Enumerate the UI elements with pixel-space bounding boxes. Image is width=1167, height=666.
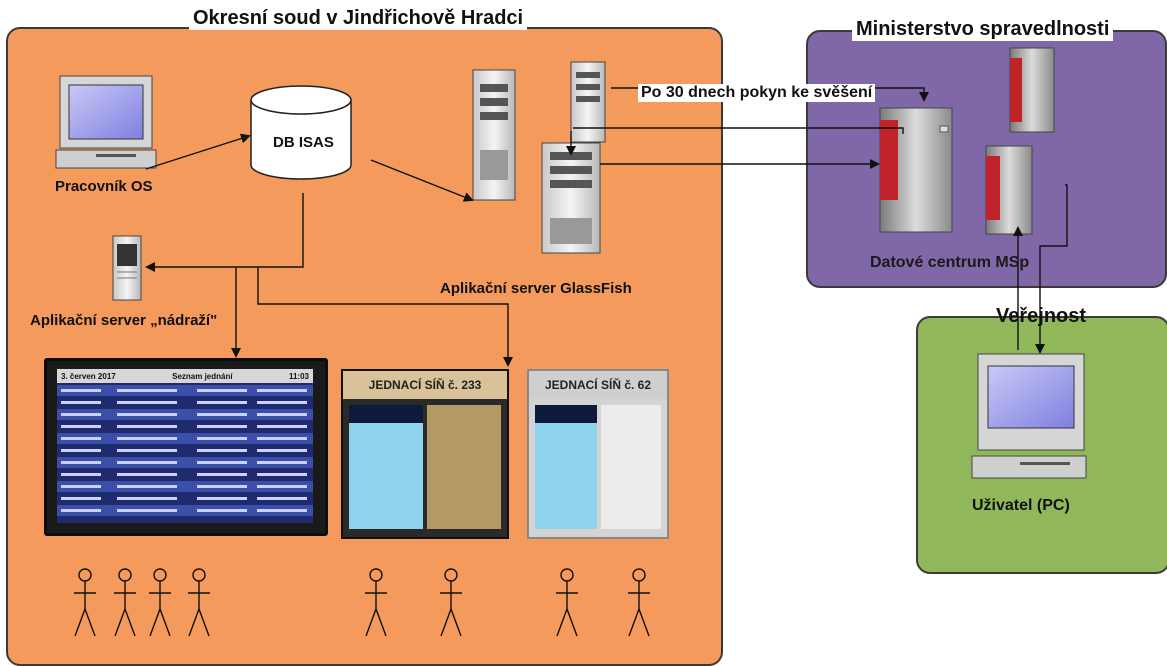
person-icon	[556, 568, 578, 637]
person-icon	[365, 568, 387, 637]
user-pc-icon	[971, 353, 1087, 479]
worker-label: Pracovník OS	[55, 178, 153, 195]
person-icon	[74, 568, 96, 637]
person-icons	[74, 568, 650, 637]
datacenter-server-icon	[879, 47, 1055, 235]
notice-label: Po 30 dnech pokyn ke svěšení	[638, 84, 876, 102]
hallway-display-board: 3. červen 2017 Seznam jednání 11:03	[44, 358, 328, 536]
board-rows	[57, 385, 313, 516]
person-icon	[149, 568, 171, 637]
glassfish-server-label: Aplikační server GlassFish	[440, 280, 632, 297]
ministry-title: Ministerstvo spravedlnosti	[852, 17, 1114, 41]
board-time: 11:03	[288, 371, 309, 381]
courtroom-233-title: JEDNACÍ SÍŇ č. 233	[343, 371, 507, 399]
person-icon	[628, 568, 650, 637]
db-label: DB ISAS	[273, 134, 334, 151]
person-icon	[188, 568, 210, 637]
user-label: Uživatel (PC)	[972, 497, 1070, 514]
glassfish-server-icon	[472, 61, 606, 254]
courtroom-233-display: JEDNACÍ SÍŇ č. 233	[341, 369, 509, 539]
station-server-icon	[112, 235, 142, 301]
board-heading: Seznam jednání	[172, 371, 233, 381]
worker-pc-icon	[55, 75, 157, 169]
board-date: 3. červen 2017	[61, 371, 116, 381]
database-icon	[250, 85, 352, 180]
courtroom-62-display: JEDNACÍ SÍŇ č. 62	[527, 369, 669, 539]
person-icon	[114, 568, 136, 637]
court-title: Okresní soud v Jindřichově Hradci	[189, 6, 528, 30]
courtroom-62-title: JEDNACÍ SÍŇ č. 62	[529, 371, 667, 399]
datacenter-label: Datové centrum MSp	[870, 254, 1030, 271]
station-server-label: Aplikační server „nádraží"	[30, 312, 218, 329]
person-icon	[440, 568, 462, 637]
